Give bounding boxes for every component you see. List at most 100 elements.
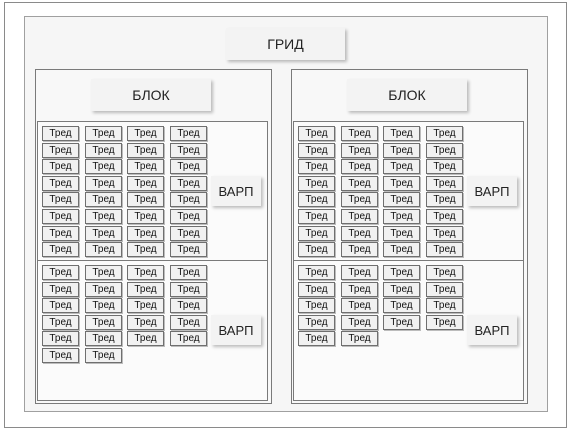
thread-cell: Тред xyxy=(42,315,79,330)
thread-cell: Тред xyxy=(42,143,79,158)
thread-cell: Тред xyxy=(383,176,420,191)
thread-cell: Тред xyxy=(170,331,207,346)
thread-cell: Тред xyxy=(42,331,79,346)
thread-cell: Тред xyxy=(170,209,207,224)
thread-cell: Тред xyxy=(85,159,122,174)
thread-cell: Тред xyxy=(298,315,335,330)
thread-cell: Тред xyxy=(127,282,164,297)
warp-label: ВАРП xyxy=(211,315,261,345)
thread-cell: Тред xyxy=(298,265,335,280)
thread-cell: Тред xyxy=(341,143,378,158)
thread-cell: Тред xyxy=(298,209,335,224)
thread-cell: Тред xyxy=(85,298,122,313)
thread-cell: Тред xyxy=(383,298,420,313)
thread-cell: Тред xyxy=(426,176,463,191)
thread-cell: Тред xyxy=(383,143,420,158)
thread-cell: Тред xyxy=(426,159,463,174)
thread-cell: Тред xyxy=(341,265,378,280)
thread-cell: Тред xyxy=(383,159,420,174)
thread-cell: Тред xyxy=(42,298,79,313)
thread-cell: Тред xyxy=(383,282,420,297)
thread-cell: Тред xyxy=(127,176,164,191)
thread-cell: Тред xyxy=(383,315,420,330)
thread-cell: Тред xyxy=(383,126,420,141)
thread-cell: Тред xyxy=(383,192,420,207)
thread-cell: Тред xyxy=(341,282,378,297)
thread-cell: Тред xyxy=(85,126,122,141)
thread-cell: Тред xyxy=(127,331,164,346)
thread-cell: Тред xyxy=(341,126,378,141)
thread-cell: Тред xyxy=(85,192,122,207)
thread-cell: Тред xyxy=(341,159,378,174)
thread-cell: Тред xyxy=(170,192,207,207)
thread-cell: Тред xyxy=(426,265,463,280)
thread-cell: Тред xyxy=(383,242,420,257)
thread-cell: Тред xyxy=(383,226,420,241)
thread-cell: Тред xyxy=(298,143,335,158)
thread-cell: Тред xyxy=(85,242,122,257)
thread-cell: Тред xyxy=(170,298,207,313)
thread-cell: Тред xyxy=(298,242,335,257)
thread-cell: Тред xyxy=(341,209,378,224)
thread-cell: Тред xyxy=(298,126,335,141)
thread-cell: Тред xyxy=(42,226,79,241)
thread-cell: Тред xyxy=(383,265,420,280)
thread-cell: Тред xyxy=(85,226,122,241)
thread-cell: Тред xyxy=(341,192,378,207)
thread-cell: Тред xyxy=(341,315,378,330)
thread-cell: Тред xyxy=(341,176,378,191)
thread-cell: Тред xyxy=(426,209,463,224)
thread-cell: Тред xyxy=(426,126,463,141)
thread-cell: Тред xyxy=(426,192,463,207)
thread-cell: Тред xyxy=(42,159,79,174)
thread-cell: Тред xyxy=(170,265,207,280)
thread-cell: Тред xyxy=(127,209,164,224)
thread-cell: Тред xyxy=(85,315,122,330)
thread-cell: Тред xyxy=(170,282,207,297)
thread-cell: Тред xyxy=(42,242,79,257)
thread-cell: Тред xyxy=(42,282,79,297)
grid-label: ГРИД xyxy=(226,28,345,60)
thread-cell: Тред xyxy=(298,226,335,241)
block-label: БЛОК xyxy=(91,79,211,111)
thread-cell: Тред xyxy=(127,242,164,257)
thread-cell: Тред xyxy=(426,143,463,158)
thread-cell: Тред xyxy=(170,143,207,158)
thread-cell: Тред xyxy=(85,209,122,224)
thread-cell: Тред xyxy=(170,126,207,141)
thread-cell: Тред xyxy=(298,192,335,207)
thread-cell: Тред xyxy=(170,226,207,241)
thread-cell: Тред xyxy=(383,209,420,224)
thread-cell: Тред xyxy=(127,143,164,158)
thread-cell: Тред xyxy=(426,282,463,297)
warp-label: ВАРП xyxy=(467,315,517,345)
thread-cell: Тред xyxy=(42,192,79,207)
thread-cell: Тред xyxy=(42,209,79,224)
thread-cell: Тред xyxy=(298,282,335,297)
thread-cell: Тред xyxy=(341,298,378,313)
thread-cell: Тред xyxy=(298,159,335,174)
thread-cell: Тред xyxy=(170,315,207,330)
thread-cell: Тред xyxy=(127,315,164,330)
thread-cell: Тред xyxy=(127,159,164,174)
thread-cell: Тред xyxy=(170,159,207,174)
thread-cell: Тред xyxy=(426,226,463,241)
thread-cell: Тред xyxy=(42,265,79,280)
thread-cell: Тред xyxy=(341,331,378,346)
thread-cell: Тред xyxy=(426,315,463,330)
thread-cell: Тред xyxy=(85,176,122,191)
thread-cell: Тред xyxy=(298,176,335,191)
thread-cell: Тред xyxy=(341,226,378,241)
thread-cell: Тред xyxy=(42,126,79,141)
thread-cell: Тред xyxy=(85,265,122,280)
thread-cell: Тред xyxy=(85,331,122,346)
thread-cell: Тред xyxy=(85,282,122,297)
thread-cell: Тред xyxy=(298,298,335,313)
thread-cell: Тред xyxy=(341,242,378,257)
thread-cell: Тред xyxy=(170,176,207,191)
thread-cell: Тред xyxy=(42,176,79,191)
thread-cell: Тред xyxy=(85,348,122,363)
thread-cell: Тред xyxy=(127,265,164,280)
block-label: БЛОК xyxy=(347,79,467,111)
warp-label: ВАРП xyxy=(467,176,517,206)
